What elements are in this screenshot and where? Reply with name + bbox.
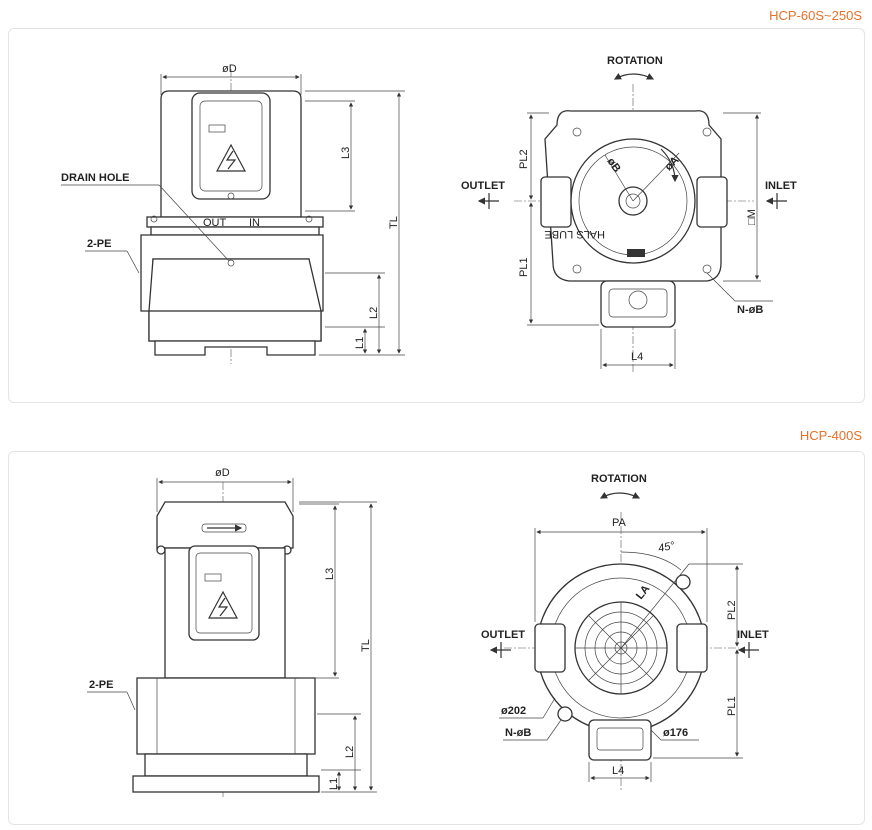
pe-label-2: 2-PE (89, 679, 113, 691)
model-label-1: HCP-60S~250S (769, 8, 862, 23)
l3-label-2: L3 (324, 568, 336, 580)
l1-label: L1 (354, 337, 366, 349)
model-label-2: HCP-400S (799, 428, 862, 443)
d176-label: ø176 (663, 727, 688, 739)
tl-label: TL (388, 216, 400, 229)
in-label: IN (249, 217, 260, 229)
pump-drawing-2: øD 2-PE L3 TL L2 L1 ROTATION (87, 467, 769, 797)
out-label: OUT (203, 217, 227, 229)
inlet-label: INLET (765, 180, 797, 192)
pl1-label-2: PL1 (726, 696, 738, 716)
dim-d-label: øD (222, 63, 237, 75)
l3-label: L3 (340, 147, 352, 159)
tl-label-2: TL (360, 639, 372, 652)
l4-label-2: L4 (612, 765, 624, 777)
angle-label: 45° (657, 540, 676, 555)
drain-hole-label: DRAIN HOLE (61, 172, 129, 184)
nb-label: N-øB (737, 304, 763, 316)
rotation-label: ROTATION (607, 55, 663, 67)
d202-label: ø202 (501, 705, 526, 717)
drawing-panel-2: øD 2-PE L3 TL L2 L1 ROTATION (8, 451, 865, 825)
drawing-panel-1: OUT IN øD DRAIN HOLE 2-PE L3 TL (8, 28, 865, 403)
pl2-label: PL2 (518, 149, 530, 169)
l2-label-2: L2 (344, 746, 356, 758)
inlet-label-2: INLET (737, 629, 769, 641)
outlet-label: OUTLET (461, 180, 505, 192)
brand-label: HALS LUBE (544, 228, 605, 240)
nb-label-2: N-øB (505, 727, 531, 739)
pe-label: 2-PE (87, 238, 111, 250)
rotation-label-2: ROTATION (591, 473, 647, 485)
top-view-1: ROTATION øB øA HALS LUBE OUTLET INLET (461, 55, 797, 374)
pl2-label-2: PL2 (726, 600, 738, 620)
top-view-2: ROTATION PA 45° LA OUTLET (481, 473, 769, 792)
pl1-label: PL1 (518, 257, 530, 277)
front-view-1: OUT IN øD DRAIN HOLE 2-PE L3 TL (61, 63, 405, 364)
m-label: □M (746, 209, 758, 225)
l2-label: L2 (368, 307, 380, 319)
dim-d-label-2: øD (215, 467, 230, 479)
l1-label-2: L1 (328, 778, 340, 790)
pump-drawing-1: OUT IN øD DRAIN HOLE 2-PE L3 TL (61, 55, 797, 374)
outlet-label-2: OUTLET (481, 629, 525, 641)
front-view-2: øD 2-PE L3 TL L2 L1 (87, 467, 377, 797)
l4-label: L4 (631, 351, 643, 363)
pa-label: PA (612, 517, 627, 529)
